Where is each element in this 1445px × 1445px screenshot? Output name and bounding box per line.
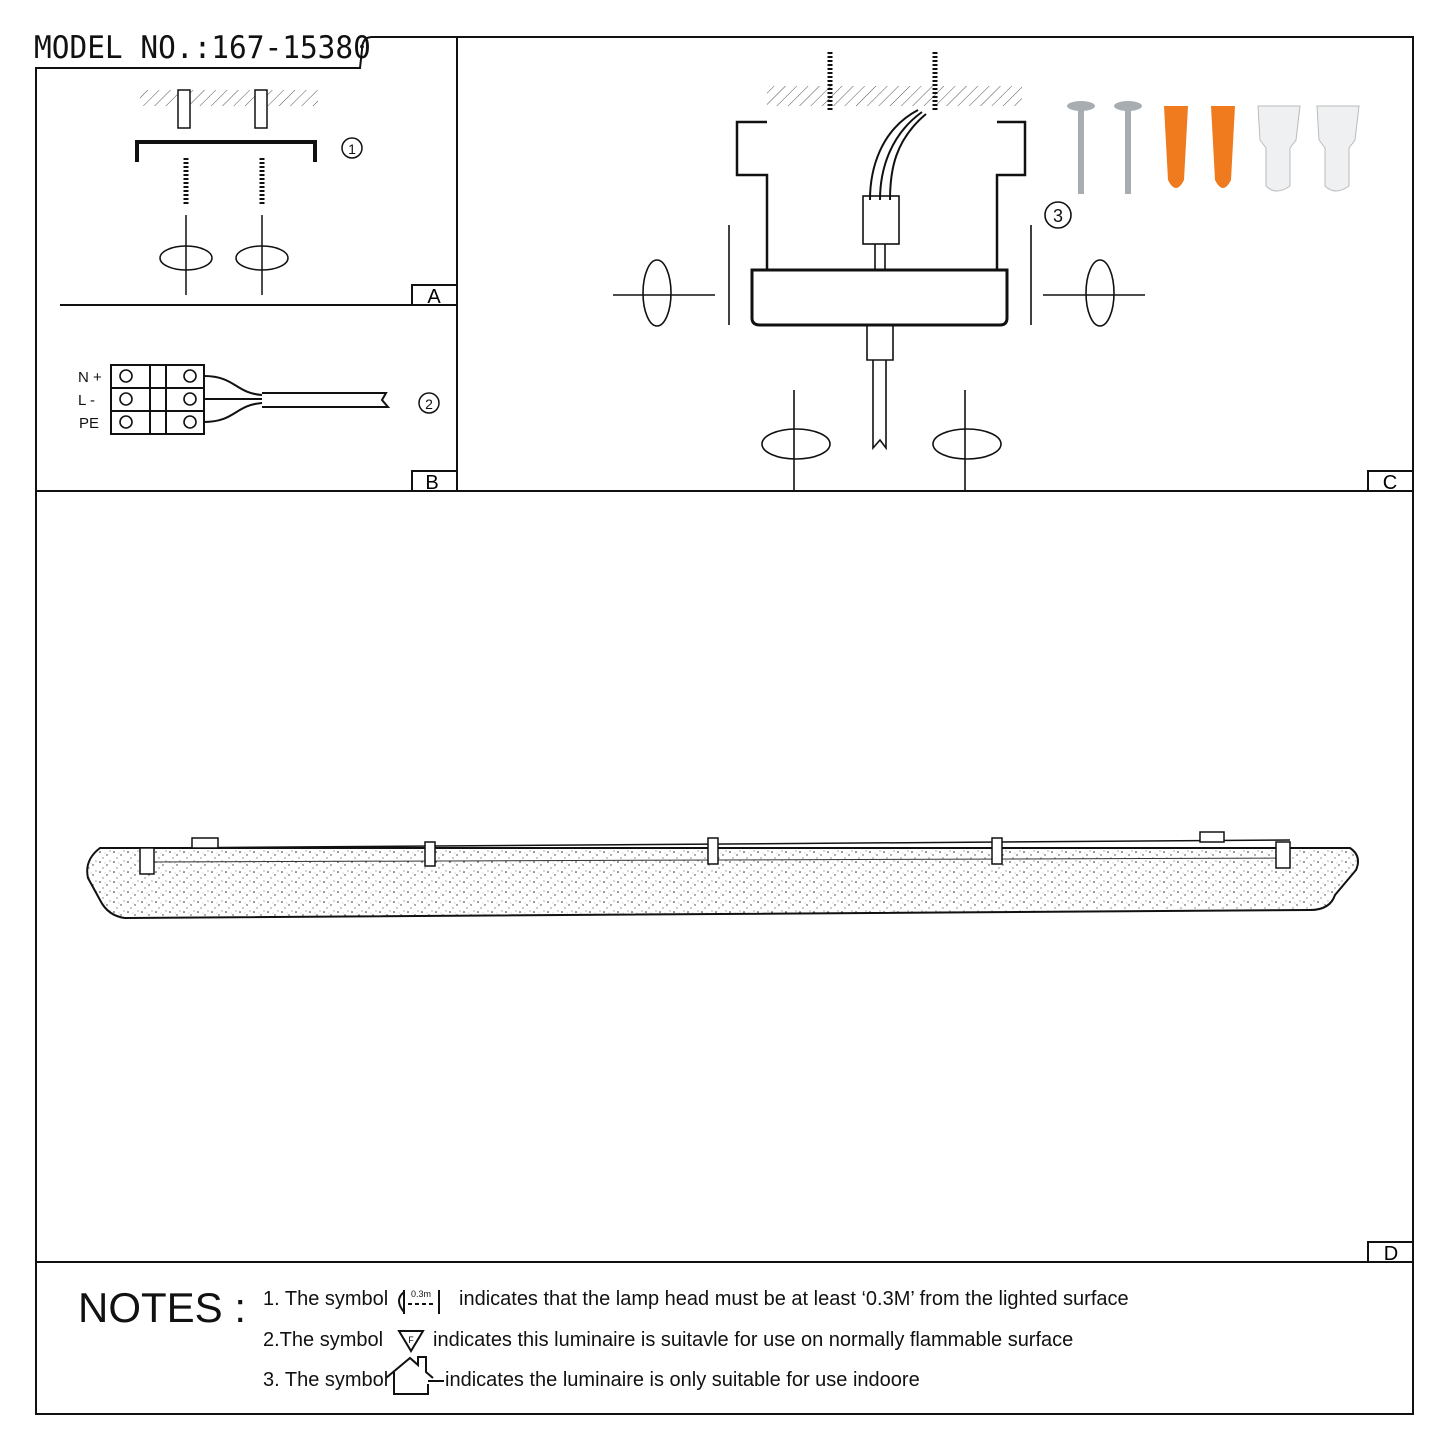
screw-icon: [183, 158, 265, 205]
svg-text:D: D: [1384, 1243, 1398, 1265]
rotate-arrow-icon: [159, 215, 289, 295]
svg-text:C: C: [1383, 472, 1397, 494]
terminal-block: [110, 364, 391, 435]
svg-text:F: F: [408, 1335, 414, 1345]
wire-connector-cap-icon: [1257, 105, 1360, 192]
svg-text:B: B: [425, 472, 438, 494]
svg-text:3: 3: [1053, 206, 1063, 226]
notes-title: NOTES :: [78, 1284, 247, 1331]
panel-a-bracket-mounting: 1: [135, 89, 363, 295]
rotate-arrow-icon: [613, 225, 1145, 491]
note-prefix: 2.The symbol: [263, 1329, 384, 1351]
svg-text:L -: L -: [78, 392, 95, 409]
note-prefix: 3. The symbol: [263, 1369, 389, 1391]
note-text: indicates that the lamp head must be at …: [459, 1288, 1129, 1310]
note-text: indicates the luminaire is only suitable…: [445, 1369, 920, 1391]
panel-letter-b: B: [411, 470, 458, 494]
note-prefix: 1. The symbol: [263, 1288, 389, 1310]
svg-text:0.3m: 0.3m: [411, 1289, 431, 1299]
panel-b-wiring: N + L - PE 2: [78, 364, 440, 435]
hardware-parts: [1067, 101, 1360, 194]
panel-letter-c: C: [1367, 470, 1414, 494]
svg-text:1: 1: [348, 141, 356, 157]
panel-c-fixture-install: 3: [613, 52, 1360, 491]
model-number-label: MODEL NO.:167-15380: [34, 30, 371, 66]
panel-letter-d: D: [1367, 1241, 1414, 1265]
svg-text:PE: PE: [79, 415, 99, 432]
note-text: indicates this luminaire is suitavle for…: [433, 1329, 1074, 1351]
wall-plug-icon: [177, 89, 268, 129]
svg-text:2: 2: [425, 396, 433, 412]
wall-anchor-icon: [1164, 106, 1235, 188]
screw-icon: [1067, 101, 1142, 194]
svg-text:A: A: [427, 286, 441, 308]
flammable-surface-symbol-icon: F: [397, 1330, 425, 1353]
distance-symbol-icon: 0.3m: [398, 1289, 440, 1314]
indoor-use-symbol-icon: [385, 1356, 444, 1395]
svg-text:N +: N +: [78, 369, 102, 386]
screw-icon: [827, 52, 938, 112]
panel-letter-a: A: [411, 284, 458, 308]
frame: [35, 36, 1414, 1415]
luminaire-product-drawing: [86, 831, 1359, 920]
